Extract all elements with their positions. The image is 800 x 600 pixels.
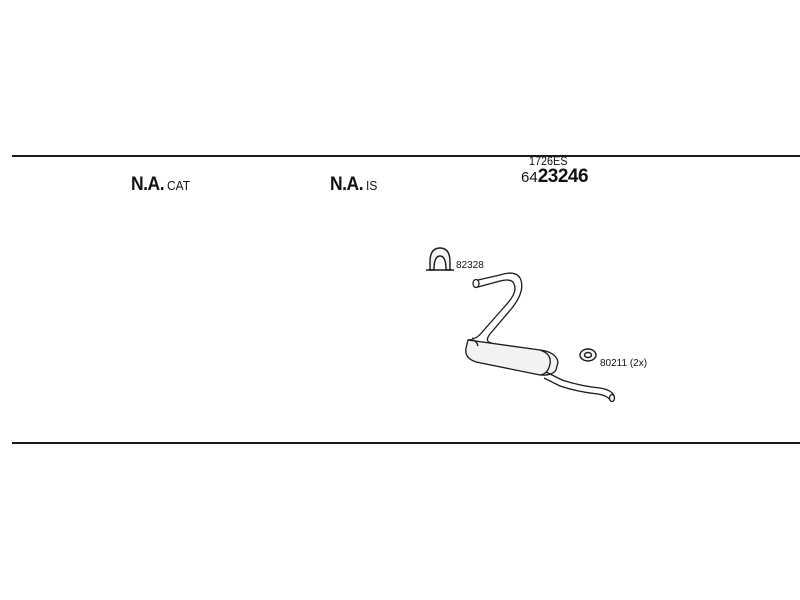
clamp-number: 82328 (456, 260, 484, 271)
pipe-icon (471, 272, 523, 344)
clamp-icon (426, 247, 454, 271)
intermediate-label: N.A.IS (330, 174, 378, 196)
silencer-part-number: 6423246 (521, 166, 589, 188)
silencer-icon (465, 338, 559, 376)
rear-silencer-label: 1726ES 6423246 (521, 154, 589, 188)
intermediate-suffix: IS (366, 178, 378, 193)
silencer-reference: 1726ES (529, 154, 568, 168)
catalyst-suffix: CAT (167, 178, 191, 193)
rubber-mount-icon (579, 348, 597, 362)
bottom-divider (12, 442, 800, 444)
top-divider (12, 155, 800, 157)
tailpipe-icon (543, 371, 616, 403)
intermediate-prefix: N.A. (330, 174, 364, 195)
silencer-prefix: 64 (521, 169, 538, 186)
silencer-number: 23246 (537, 166, 589, 187)
catalyst-label: N.A.CAT (131, 174, 192, 196)
catalyst-prefix: N.A. (131, 174, 165, 195)
rubber-mount-number: 80211 (2x) (600, 358, 647, 369)
